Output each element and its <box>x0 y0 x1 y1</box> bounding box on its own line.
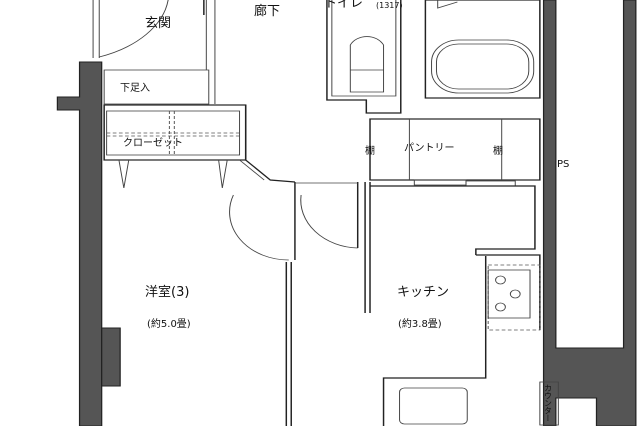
closet-area <box>103 104 296 189</box>
label-ps: PS <box>557 159 569 170</box>
entrance-door-swing <box>99 0 169 58</box>
label-shelf-right: 棚 <box>493 144 503 157</box>
label-closet: クローゼット <box>123 137 183 149</box>
counter-box <box>539 381 559 426</box>
label-pantry: パントリー <box>404 142 455 154</box>
kitchen-area <box>370 185 541 426</box>
pantry-area <box>369 118 541 187</box>
label-entrance: 玄関 <box>145 16 171 31</box>
plan-geometry <box>56 0 637 426</box>
left-wall <box>56 61 103 426</box>
entrance-area <box>92 0 216 104</box>
label-toilet: トイレ <box>324 0 363 11</box>
left-wall-bump <box>101 327 121 387</box>
label-counter: カウンター <box>544 384 553 422</box>
toilet-icon <box>349 36 385 93</box>
label-bath-size: (1317) <box>376 1 403 10</box>
toilet-room <box>326 0 402 114</box>
label-hallway: 廊下 <box>254 3 280 19</box>
label-shelf-left: 棚 <box>365 144 375 157</box>
bathtub-icon <box>431 39 535 94</box>
bathroom <box>424 0 541 99</box>
label-western-room: 洋室(3) <box>145 284 189 300</box>
label-kitchen-size: (約3.8畳) <box>398 317 442 330</box>
label-shoe-storage: 下足入 <box>120 82 150 94</box>
shoe-storage-box <box>103 69 210 105</box>
room-door-swing <box>229 194 289 261</box>
right-wall <box>542 0 637 426</box>
label-western-room-size: (約5.0畳) <box>147 317 191 330</box>
sink-icon <box>399 387 468 425</box>
label-kitchen: キッチン <box>397 285 449 300</box>
stove-icon <box>487 269 531 319</box>
kitchen-door-swing <box>300 194 358 249</box>
